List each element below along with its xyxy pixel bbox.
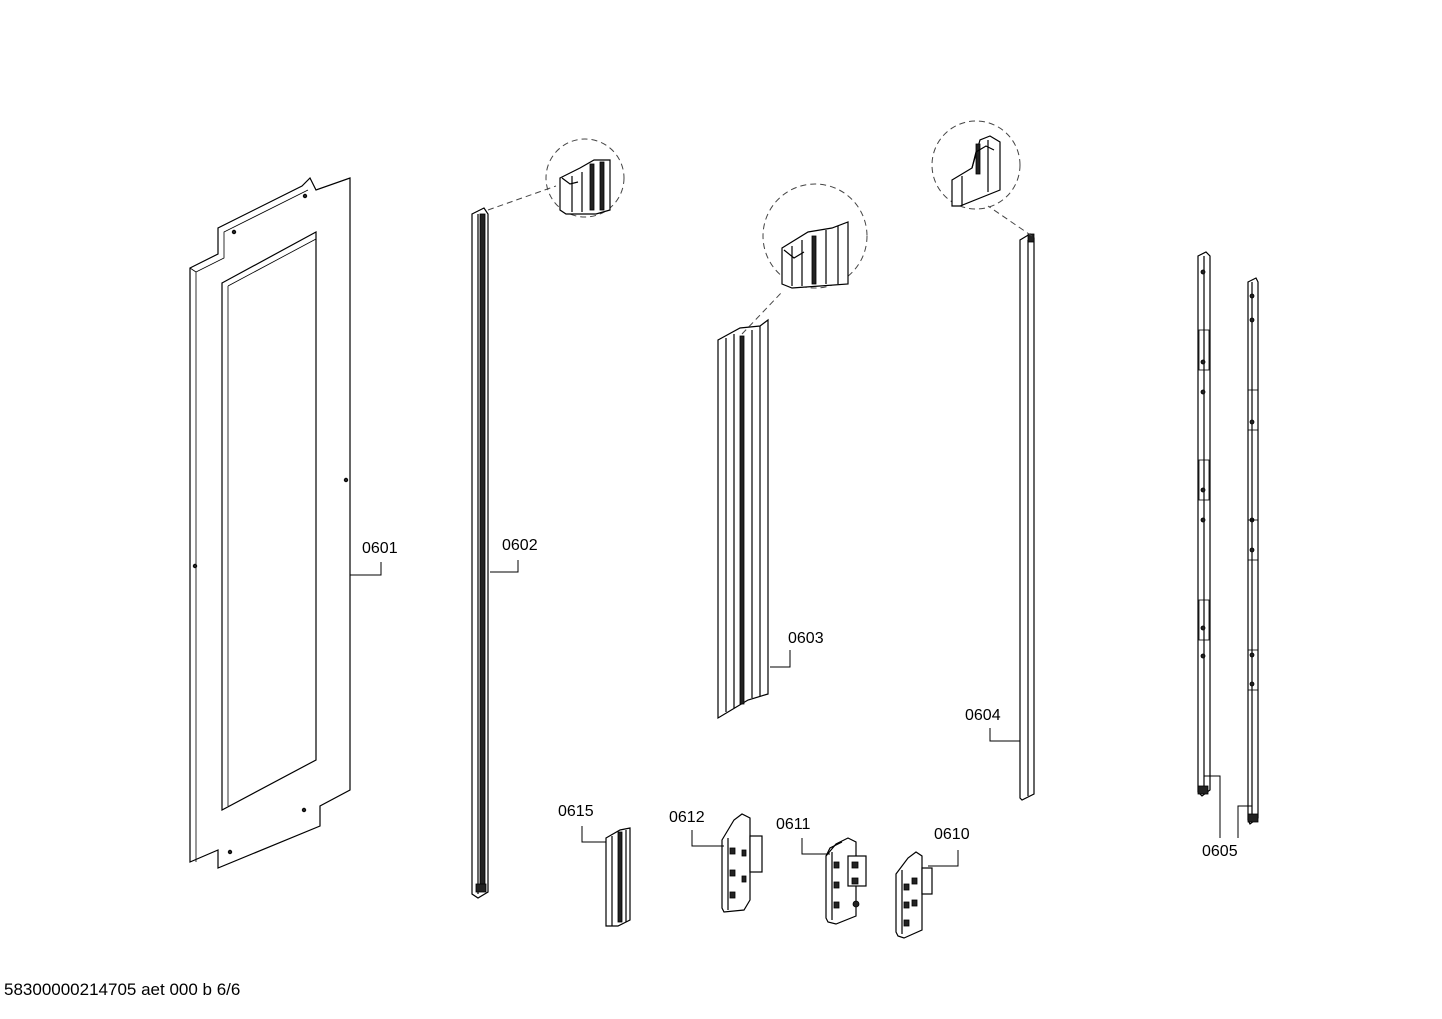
label-0605: 0605 [1202,843,1238,860]
leader-0603 [770,650,791,668]
leader-0612 [691,830,724,847]
leader-0610 [928,850,959,867]
detail-view-0602 [545,138,625,218]
leader-0604 [989,728,1020,742]
leader-0615 [581,826,606,843]
part-0601-door-frame[interactable] [189,176,351,869]
leader-0611 [801,838,830,855]
part-0605-hinge-rail-left[interactable] [1197,251,1211,797]
leader-0605-right [1237,805,1252,838]
part-0612-hinge-bracket[interactable] [721,813,763,913]
label-0601: 0601 [362,540,398,557]
leader-0602 [490,560,519,573]
label-0603: 0603 [788,630,824,647]
leader-0605-left [1204,775,1221,838]
part-0611-hinge-bracket[interactable] [825,837,867,925]
detail-view-0603 [762,183,868,289]
part-0604-cover-strip[interactable] [987,205,1035,801]
label-0615: 0615 [558,803,594,820]
label-0611: 0611 [776,816,811,833]
label-0604: 0604 [965,707,1001,724]
part-0602-seal-strip[interactable] [471,185,557,899]
part-0610-hinge-bracket[interactable] [895,851,933,939]
leader-0601 [350,562,382,576]
document-id: 58300000214705 aet 000 b 6/6 [4,980,241,999]
label-0612: 0612 [669,809,705,826]
label-0602: 0602 [502,537,538,554]
part-0615-small-seal[interactable] [605,827,631,927]
label-0610: 0610 [934,826,970,843]
part-0603-aluminium-profile[interactable] [717,291,783,720]
part-0605-hinge-rail-right[interactable] [1247,277,1259,825]
detail-view-0604 [931,120,1021,210]
